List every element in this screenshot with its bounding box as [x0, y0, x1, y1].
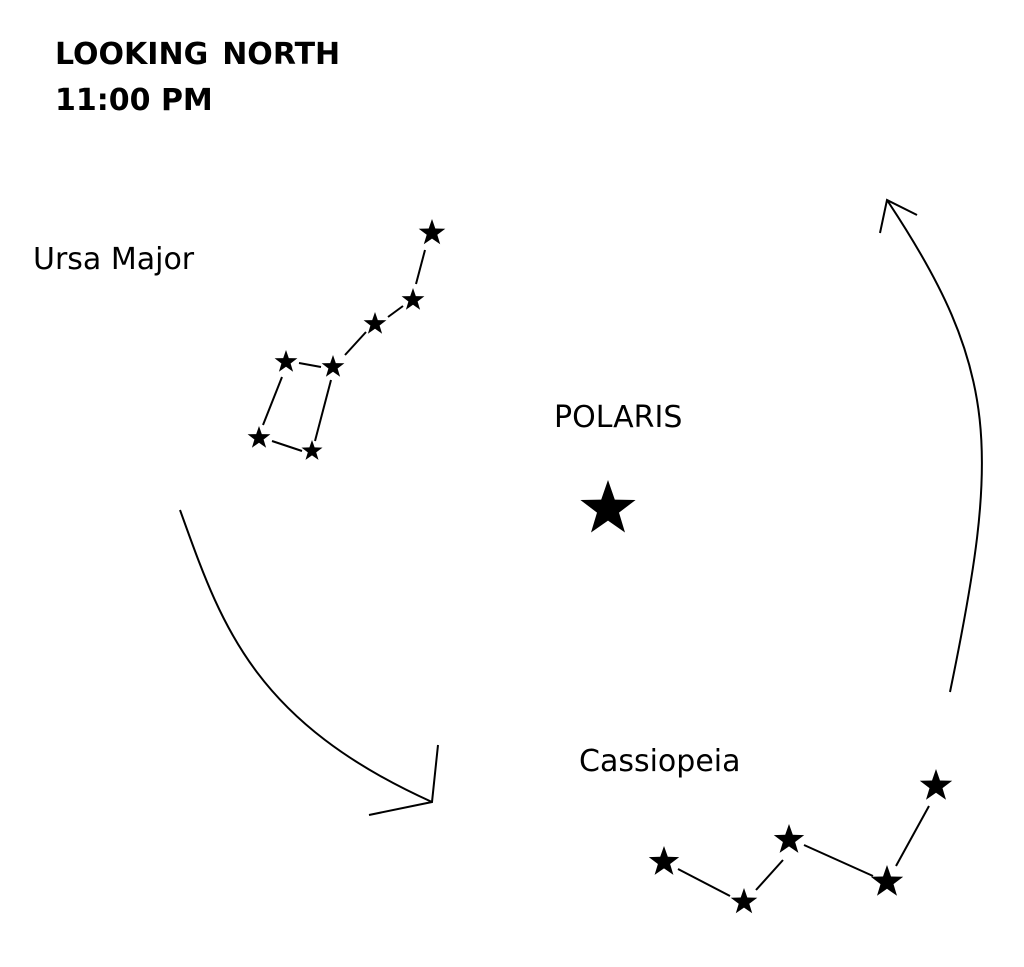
- ursa-major-label: Ursa Major: [33, 242, 195, 277]
- constellation-line: [271, 440, 303, 452]
- stars-layer: [247, 219, 953, 914]
- star-icon-ursa-major: [321, 355, 345, 377]
- star-icon-ursa-major: [301, 440, 323, 460]
- constellation-line: [677, 868, 731, 897]
- constellation-line: [387, 305, 404, 318]
- constellation-line: [344, 331, 367, 356]
- arrow-curve: [886, 199, 983, 693]
- star-icon-ursa-major: [274, 350, 298, 372]
- cassiopeia-label: Cassiopeia: [579, 744, 741, 779]
- constellation-line: [314, 379, 332, 442]
- title-time: 11:00 PM: [55, 83, 213, 118]
- arrow-curve: [179, 509, 433, 803]
- constellation-line: [895, 805, 930, 867]
- polaris-star-icon: [580, 480, 636, 533]
- rotation-arrow-left: [179, 509, 439, 816]
- star-icon-cassiopeia: [773, 824, 805, 853]
- polaris-label: POLARIS: [554, 400, 683, 435]
- star-icon-cassiopeia: [730, 888, 758, 914]
- arrow-head-icon: [879, 198, 918, 234]
- diagram-title: LOOKING NORTH 11:00 PM: [55, 32, 340, 124]
- title-word-north: NORTH: [222, 37, 341, 72]
- ursa-major-lines: [262, 249, 426, 452]
- star-icon-ursa-major: [247, 426, 271, 448]
- star-icon-cassiopeia: [919, 769, 953, 800]
- star-icon-ursa-major: [418, 219, 446, 245]
- title-line-1: LOOKING NORTH: [55, 32, 340, 78]
- constellation-line: [755, 859, 784, 891]
- star-icon-cassiopeia: [870, 865, 904, 896]
- constellation-line: [415, 249, 426, 285]
- rotation-arrow-right: [879, 198, 983, 693]
- star-icon-ursa-major: [363, 312, 387, 334]
- constellation-line: [262, 376, 283, 426]
- constellation-line: [298, 362, 322, 368]
- star-icon-cassiopeia: [648, 846, 680, 875]
- star-icon-ursa-major: [401, 288, 425, 310]
- arrow-head-icon: [368, 744, 439, 816]
- title-word-looking: LOOKING: [55, 37, 209, 72]
- constellation-line: [803, 844, 874, 877]
- cassiopeia-lines: [677, 805, 930, 897]
